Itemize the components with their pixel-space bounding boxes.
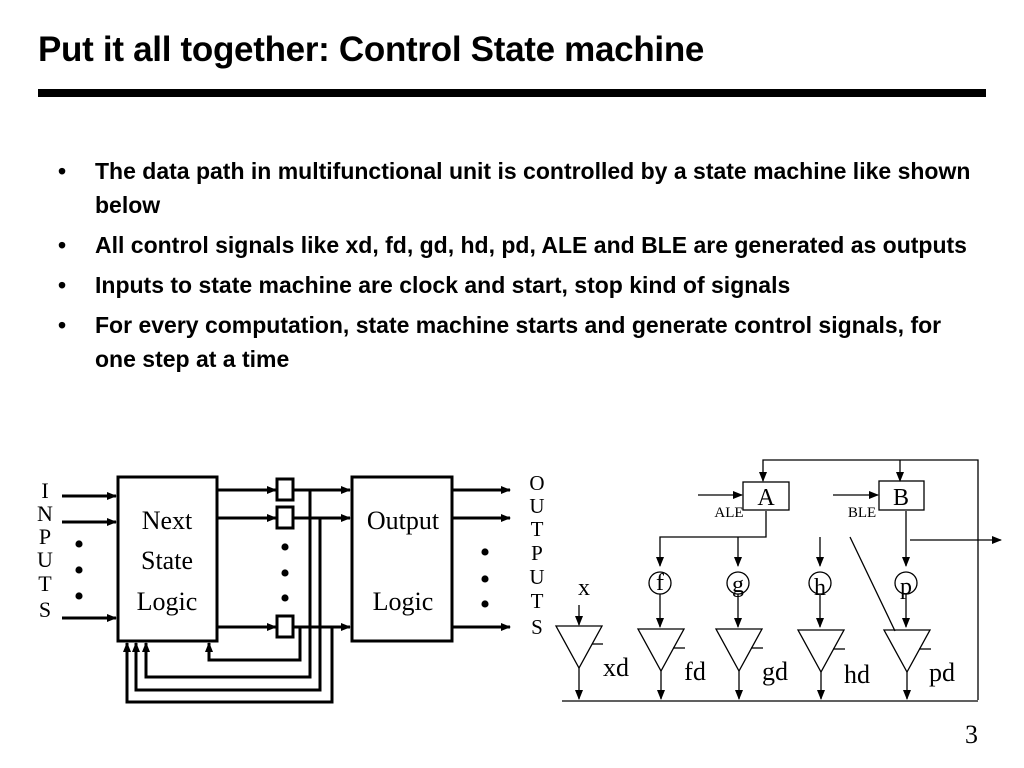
ellipsis-dot: • [280, 557, 291, 590]
buffer-label-xd: xd [603, 653, 629, 682]
inputs-letter: N [37, 501, 53, 526]
ble-label: BLE [848, 505, 876, 521]
ale-label: ALE [714, 505, 743, 521]
ellipsis-dot: • [480, 563, 491, 596]
input-label-x: x [578, 575, 590, 601]
buffer-fd [636, 628, 686, 673]
ellipsis-dot: • [280, 582, 291, 615]
inputs-label: I N P U T S [37, 478, 53, 622]
bullet-item: • All control signals like xd, fd, gd, hd… [58, 228, 978, 262]
state-register [275, 614, 295, 639]
bullet-icon: • [58, 158, 67, 184]
buffer-gd [714, 628, 764, 673]
register-b-label: B [893, 485, 909, 511]
register-a-label: A [757, 485, 775, 511]
input-label-g: g [732, 572, 744, 598]
buffer-label-gd: gd [762, 657, 788, 686]
outputs-letter: U [529, 565, 544, 589]
bullet-text: For every computation, state machine sta… [95, 312, 942, 372]
bullet-text: All control signals like xd, fd, gd, hd,… [95, 232, 967, 258]
bullet-icon: • [58, 272, 67, 298]
register-b [878, 480, 925, 511]
bullet-item: • Inputs to state machine are clock and s… [58, 268, 978, 302]
outputs-letter: U [529, 494, 544, 518]
inputs-letter: U [37, 547, 53, 572]
feedback-line [142, 490, 312, 679]
output-logic-label: Logic [373, 587, 434, 616]
page-number: 3 [965, 720, 978, 749]
output-logic-label: Output [367, 506, 440, 535]
state-register [275, 505, 295, 530]
bullet-item: • The data path in multifunctional unit i… [58, 154, 978, 222]
buffer-label-pd: pd [929, 658, 955, 687]
title-divider [38, 89, 986, 97]
ellipsis-dot: • [74, 580, 85, 613]
inputs-letter: T [38, 571, 52, 596]
outputs-letter: O [529, 471, 544, 495]
ellipsis-dot: • [280, 531, 291, 564]
outputs-letter: P [531, 541, 543, 565]
feedback-line [132, 518, 322, 692]
outputs-letter: T [531, 517, 544, 541]
buffer-pd [882, 629, 932, 674]
datapath-diagram: A ALE B BLE x f g h p [554, 459, 1002, 702]
input-label-p: p [900, 574, 912, 600]
inputs-letter: I [41, 478, 48, 503]
bullet-icon: • [58, 232, 67, 258]
buffer-xd [554, 625, 604, 670]
next-state-label: State [141, 546, 193, 575]
output-logic-box [350, 475, 454, 643]
state-register [275, 477, 295, 502]
slide-title: Put it all together: Control State machi… [38, 30, 705, 69]
feedback-line [205, 627, 302, 662]
outputs-letter: T [531, 589, 544, 613]
next-state-label: Logic [137, 587, 198, 616]
outputs-letter: S [531, 615, 543, 639]
input-label-h: h [814, 575, 826, 601]
buffer-hd [796, 629, 846, 674]
feedback-line [123, 627, 334, 704]
ellipsis-dot: • [480, 536, 491, 569]
buffer-label-hd: hd [844, 660, 870, 689]
register-a [742, 481, 790, 511]
input-label-f: f [656, 570, 664, 596]
bullet-item: • For every computation, state machine st… [58, 308, 978, 376]
bullet-text: The data path in multifunctional unit is… [95, 158, 971, 218]
fsm-diagram: I N P U T S • • • Next State Logic [37, 471, 545, 704]
bullet-list: • The data path in multifunctional unit i… [58, 154, 978, 382]
inputs-letter: S [39, 597, 51, 622]
bullet-text: Inputs to state machine are clock and st… [95, 272, 791, 298]
ellipsis-dot: • [480, 588, 491, 621]
bullet-icon: • [58, 312, 67, 338]
next-state-label: Next [142, 506, 193, 535]
buffer-label-fd: fd [684, 657, 706, 686]
ellipsis-dot: • [74, 528, 85, 561]
inputs-letter: P [39, 524, 51, 549]
outputs-label: O U T P U T S [529, 471, 544, 639]
ellipsis-dot: • [74, 554, 85, 587]
next-state-logic-box [116, 475, 219, 643]
